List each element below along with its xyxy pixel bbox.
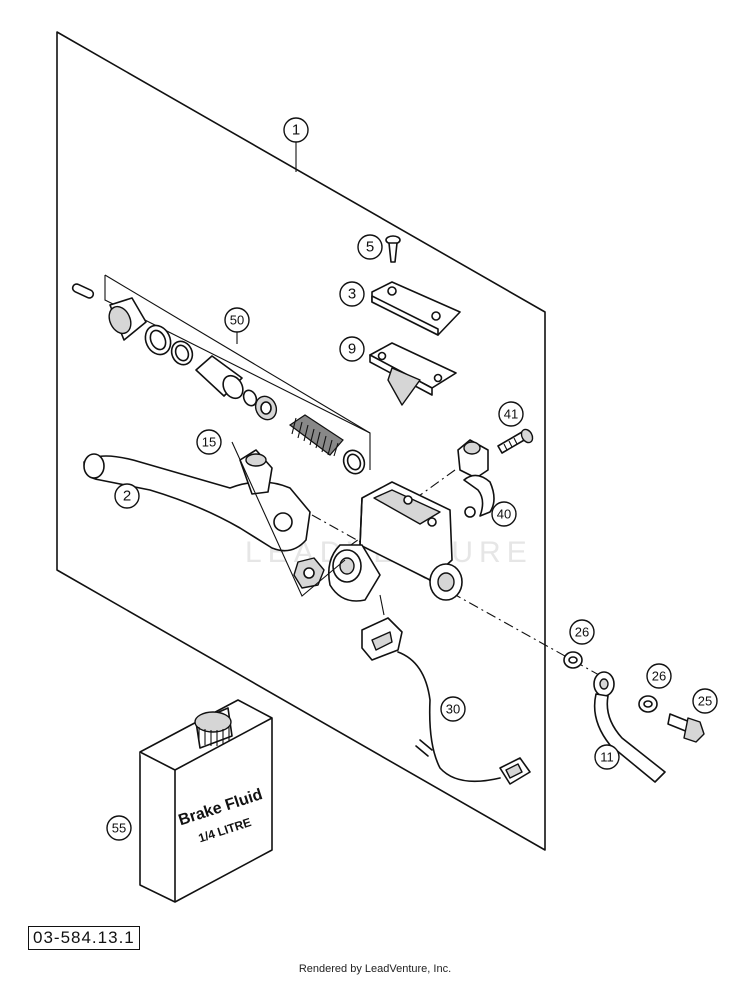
callout-41: 41: [498, 401, 524, 427]
callout-15: 15: [196, 429, 222, 455]
pin-part: [71, 283, 95, 299]
clamp-screw-part: [497, 428, 534, 454]
callout-55: 55: [106, 815, 132, 841]
spring-part: [288, 414, 344, 457]
svg-text:41: 41: [504, 407, 518, 422]
callout-50: 50: [224, 307, 250, 333]
callout-26: 26: [569, 619, 595, 645]
piston-part: [195, 355, 244, 400]
axis-line: [311, 514, 609, 681]
svg-text:11: 11: [600, 750, 614, 765]
svg-text:2: 2: [123, 488, 131, 505]
handlebar-clamp-part: [457, 439, 495, 518]
svg-text:40: 40: [497, 507, 511, 522]
banjo-washer-part: [563, 651, 583, 669]
footer-credit: Rendered by LeadVenture, Inc.: [298, 963, 452, 975]
reservoir-cover-part: [371, 281, 461, 336]
svg-text:50: 50: [230, 313, 244, 328]
svg-text:26: 26: [575, 625, 589, 640]
circlip-part: [342, 449, 366, 475]
subkit-outline-top: [104, 274, 371, 434]
brake-hose-part: [593, 671, 666, 783]
piston-boot-part: [108, 297, 147, 341]
brake-lever-part: [83, 449, 311, 552]
svg-text:1: 1: [292, 122, 300, 139]
banjo-washer-part: [638, 695, 658, 713]
diagram-number: 03-584.13.1: [28, 926, 140, 950]
callout-30: 30: [440, 696, 466, 722]
diaphragm-part: [369, 342, 457, 406]
brake-light-switch-part: [361, 594, 531, 785]
callout-3: 3: [339, 281, 365, 307]
svg-text:25: 25: [698, 694, 712, 709]
svg-text:15: 15: [202, 435, 216, 450]
master-cylinder-body-part: [327, 481, 463, 602]
callout-11: 11: [594, 744, 620, 770]
nut-part: [254, 395, 278, 421]
washer-part: [242, 389, 258, 407]
callout-40: 40: [491, 501, 517, 527]
callout-26: 26: [646, 663, 672, 689]
screw-part: [385, 235, 401, 263]
seal-ring-part: [144, 324, 172, 356]
callout-25: 25: [692, 688, 718, 714]
callout-9: 9: [339, 336, 365, 362]
banjo-bolt-part: [667, 713, 705, 743]
svg-text:3: 3: [348, 286, 356, 303]
adjuster-nut-part: [231, 441, 346, 597]
subkit-outline: [104, 275, 371, 470]
callout-5: 5: [357, 234, 383, 260]
svg-text:9: 9: [348, 341, 356, 358]
assembly-outline: [56, 31, 546, 851]
brake-fluid-bottle: Brake Fluid 1/4 LITRE: [139, 699, 273, 903]
callout-2: 2: [114, 483, 140, 509]
svg-text:26: 26: [652, 669, 666, 684]
o-ring-part: [170, 340, 194, 366]
svg-text:30: 30: [446, 702, 460, 717]
callout-1: 1: [283, 117, 309, 143]
svg-text:55: 55: [112, 821, 126, 836]
svg-text:5: 5: [366, 239, 374, 256]
